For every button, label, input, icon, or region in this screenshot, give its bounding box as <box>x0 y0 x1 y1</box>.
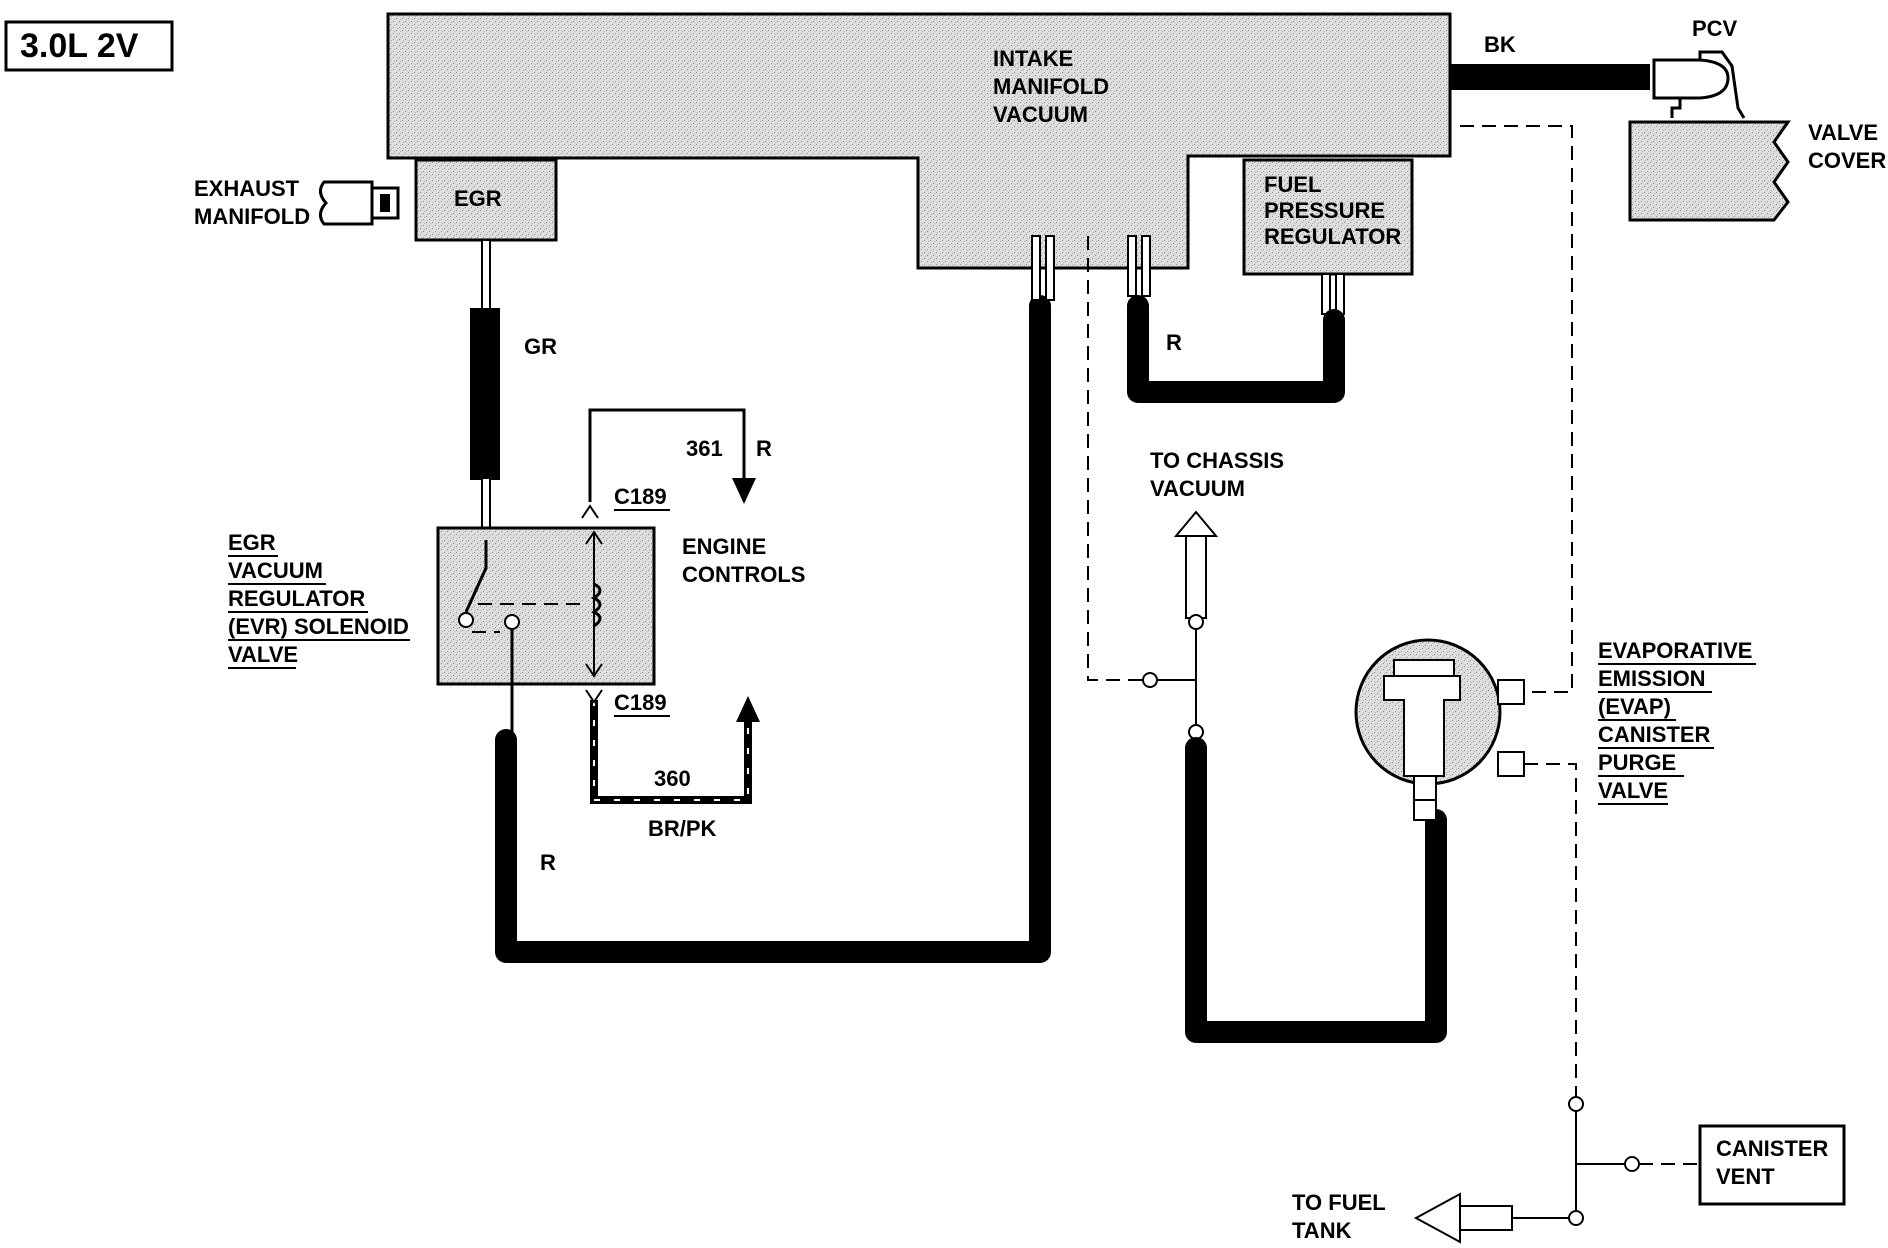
exhaust-manifold-label: EXHAUST MANIFOLD <box>194 176 310 229</box>
chassis-vacuum-dashed-line <box>1087 236 1146 681</box>
exhaust-manifold-pipe <box>319 180 400 226</box>
svg-text:C189: C189 <box>614 484 667 509</box>
fuel-pressure-regulator-label: FUEL PRESSURE REGULATOR <box>1264 172 1401 249</box>
evr-solenoid-valve <box>436 526 656 736</box>
svg-text:EGR: EGR <box>228 530 276 555</box>
engine-label: 3.0L 2V <box>4 20 174 72</box>
fuel-tank-label: TO FUEL TANK <box>1292 1190 1386 1243</box>
svg-text:MANIFOLD: MANIFOLD <box>993 74 1109 99</box>
circuit-361-label: 361 <box>686 436 723 461</box>
pcv-valve <box>1652 50 1746 119</box>
svg-text:(EVR) SOLENOID: (EVR) SOLENOID <box>228 614 409 639</box>
valve-cover-label: VALVE COVER <box>1808 120 1886 173</box>
svg-text:CANISTER: CANISTER <box>1598 722 1711 747</box>
svg-text:FUEL: FUEL <box>1264 172 1321 197</box>
evap-label: EVAPORATIVE EMISSION (EVAP) CANISTER PUR… <box>1598 638 1756 805</box>
evap-canister-purge-valve <box>1354 638 1525 821</box>
canister-vent-label: CANISTER VENT <box>1716 1136 1829 1189</box>
connector-c189-top: C189 <box>614 484 670 511</box>
gr-label: GR <box>524 334 557 359</box>
canister-dashed-line <box>1524 763 1577 1096</box>
gr-hose <box>470 239 500 541</box>
svg-text:CANISTER: CANISTER <box>1716 1136 1829 1161</box>
svg-text:REGULATOR: REGULATOR <box>228 586 365 611</box>
evr-label: EGR VACUUM REGULATOR (EVR) SOLENOID VALV… <box>228 530 410 669</box>
svg-text:ENGINE: ENGINE <box>682 534 766 559</box>
svg-text:VALVE: VALVE <box>1598 778 1668 803</box>
svg-text:EVAPORATIVE: EVAPORATIVE <box>1598 638 1752 663</box>
pcv-purge-dashed-line <box>1460 125 1573 693</box>
valve-cover <box>1628 120 1791 222</box>
circuit-360-wire <box>585 689 760 804</box>
intake-manifold <box>386 12 1452 270</box>
circuit-360-label: 360 <box>654 766 691 791</box>
svg-text:(EVAP): (EVAP) <box>1598 694 1671 719</box>
svg-text:VACUUM: VACUUM <box>228 558 323 583</box>
svg-text:MANIFOLD: MANIFOLD <box>194 204 310 229</box>
chassis-vacuum-label: TO CHASSIS VACUUM <box>1150 448 1284 501</box>
svg-text:PRESSURE: PRESSURE <box>1264 198 1385 223</box>
svg-text:INTAKE: INTAKE <box>993 46 1073 71</box>
svg-text:TO CHASSIS: TO CHASSIS <box>1150 448 1284 473</box>
fuel-pressure-regulator <box>1242 158 1414 276</box>
bk-label: BK <box>1484 32 1516 57</box>
svg-text:C189: C189 <box>614 690 667 715</box>
svg-text:VALVE: VALVE <box>228 642 298 667</box>
canister-vent <box>1698 1124 1846 1206</box>
svg-text:PURGE: PURGE <box>1598 750 1676 775</box>
circuit-360-color: BR/PK <box>648 816 717 841</box>
connector-c189-bottom: C189 <box>614 690 670 717</box>
purge-hose <box>1185 737 1447 1043</box>
svg-text:TANK: TANK <box>1292 1218 1352 1243</box>
r-hose-fuel <box>1127 235 1345 403</box>
engine-controls-label: ENGINE CONTROLS <box>682 534 805 587</box>
bk-hose <box>1450 64 1650 90</box>
svg-text:TO FUEL: TO FUEL <box>1292 1190 1386 1215</box>
engine-label-text: 3.0L 2V <box>20 27 139 65</box>
svg-text:VACUUM: VACUUM <box>993 102 1088 127</box>
circuit-361-color: R <box>756 436 772 461</box>
svg-text:VACUUM: VACUUM <box>1150 476 1245 501</box>
svg-text:EXHAUST: EXHAUST <box>194 176 300 201</box>
svg-text:CONTROLS: CONTROLS <box>682 562 805 587</box>
egr-label: EGR <box>454 186 502 211</box>
svg-text:EMISSION: EMISSION <box>1598 666 1706 691</box>
intake-manifold-label: INTAKE MANIFOLD VACUUM <box>993 46 1109 127</box>
canister-tee <box>1512 1096 1700 1226</box>
pcv-label: PCV <box>1692 16 1738 41</box>
r-fuel-label: R <box>1166 330 1182 355</box>
svg-text:VENT: VENT <box>1716 1164 1775 1189</box>
circuit-361-wire <box>581 408 756 519</box>
fuel-tank-fitting <box>1413 1192 1513 1244</box>
r-hose-egr <box>495 235 1055 963</box>
svg-text:REGULATOR: REGULATOR <box>1264 224 1401 249</box>
svg-text:COVER: COVER <box>1808 148 1886 173</box>
svg-text:VALVE: VALVE <box>1808 120 1878 145</box>
r-egr-label: R <box>540 850 556 875</box>
chassis-vacuum-fitting <box>1142 510 1219 740</box>
